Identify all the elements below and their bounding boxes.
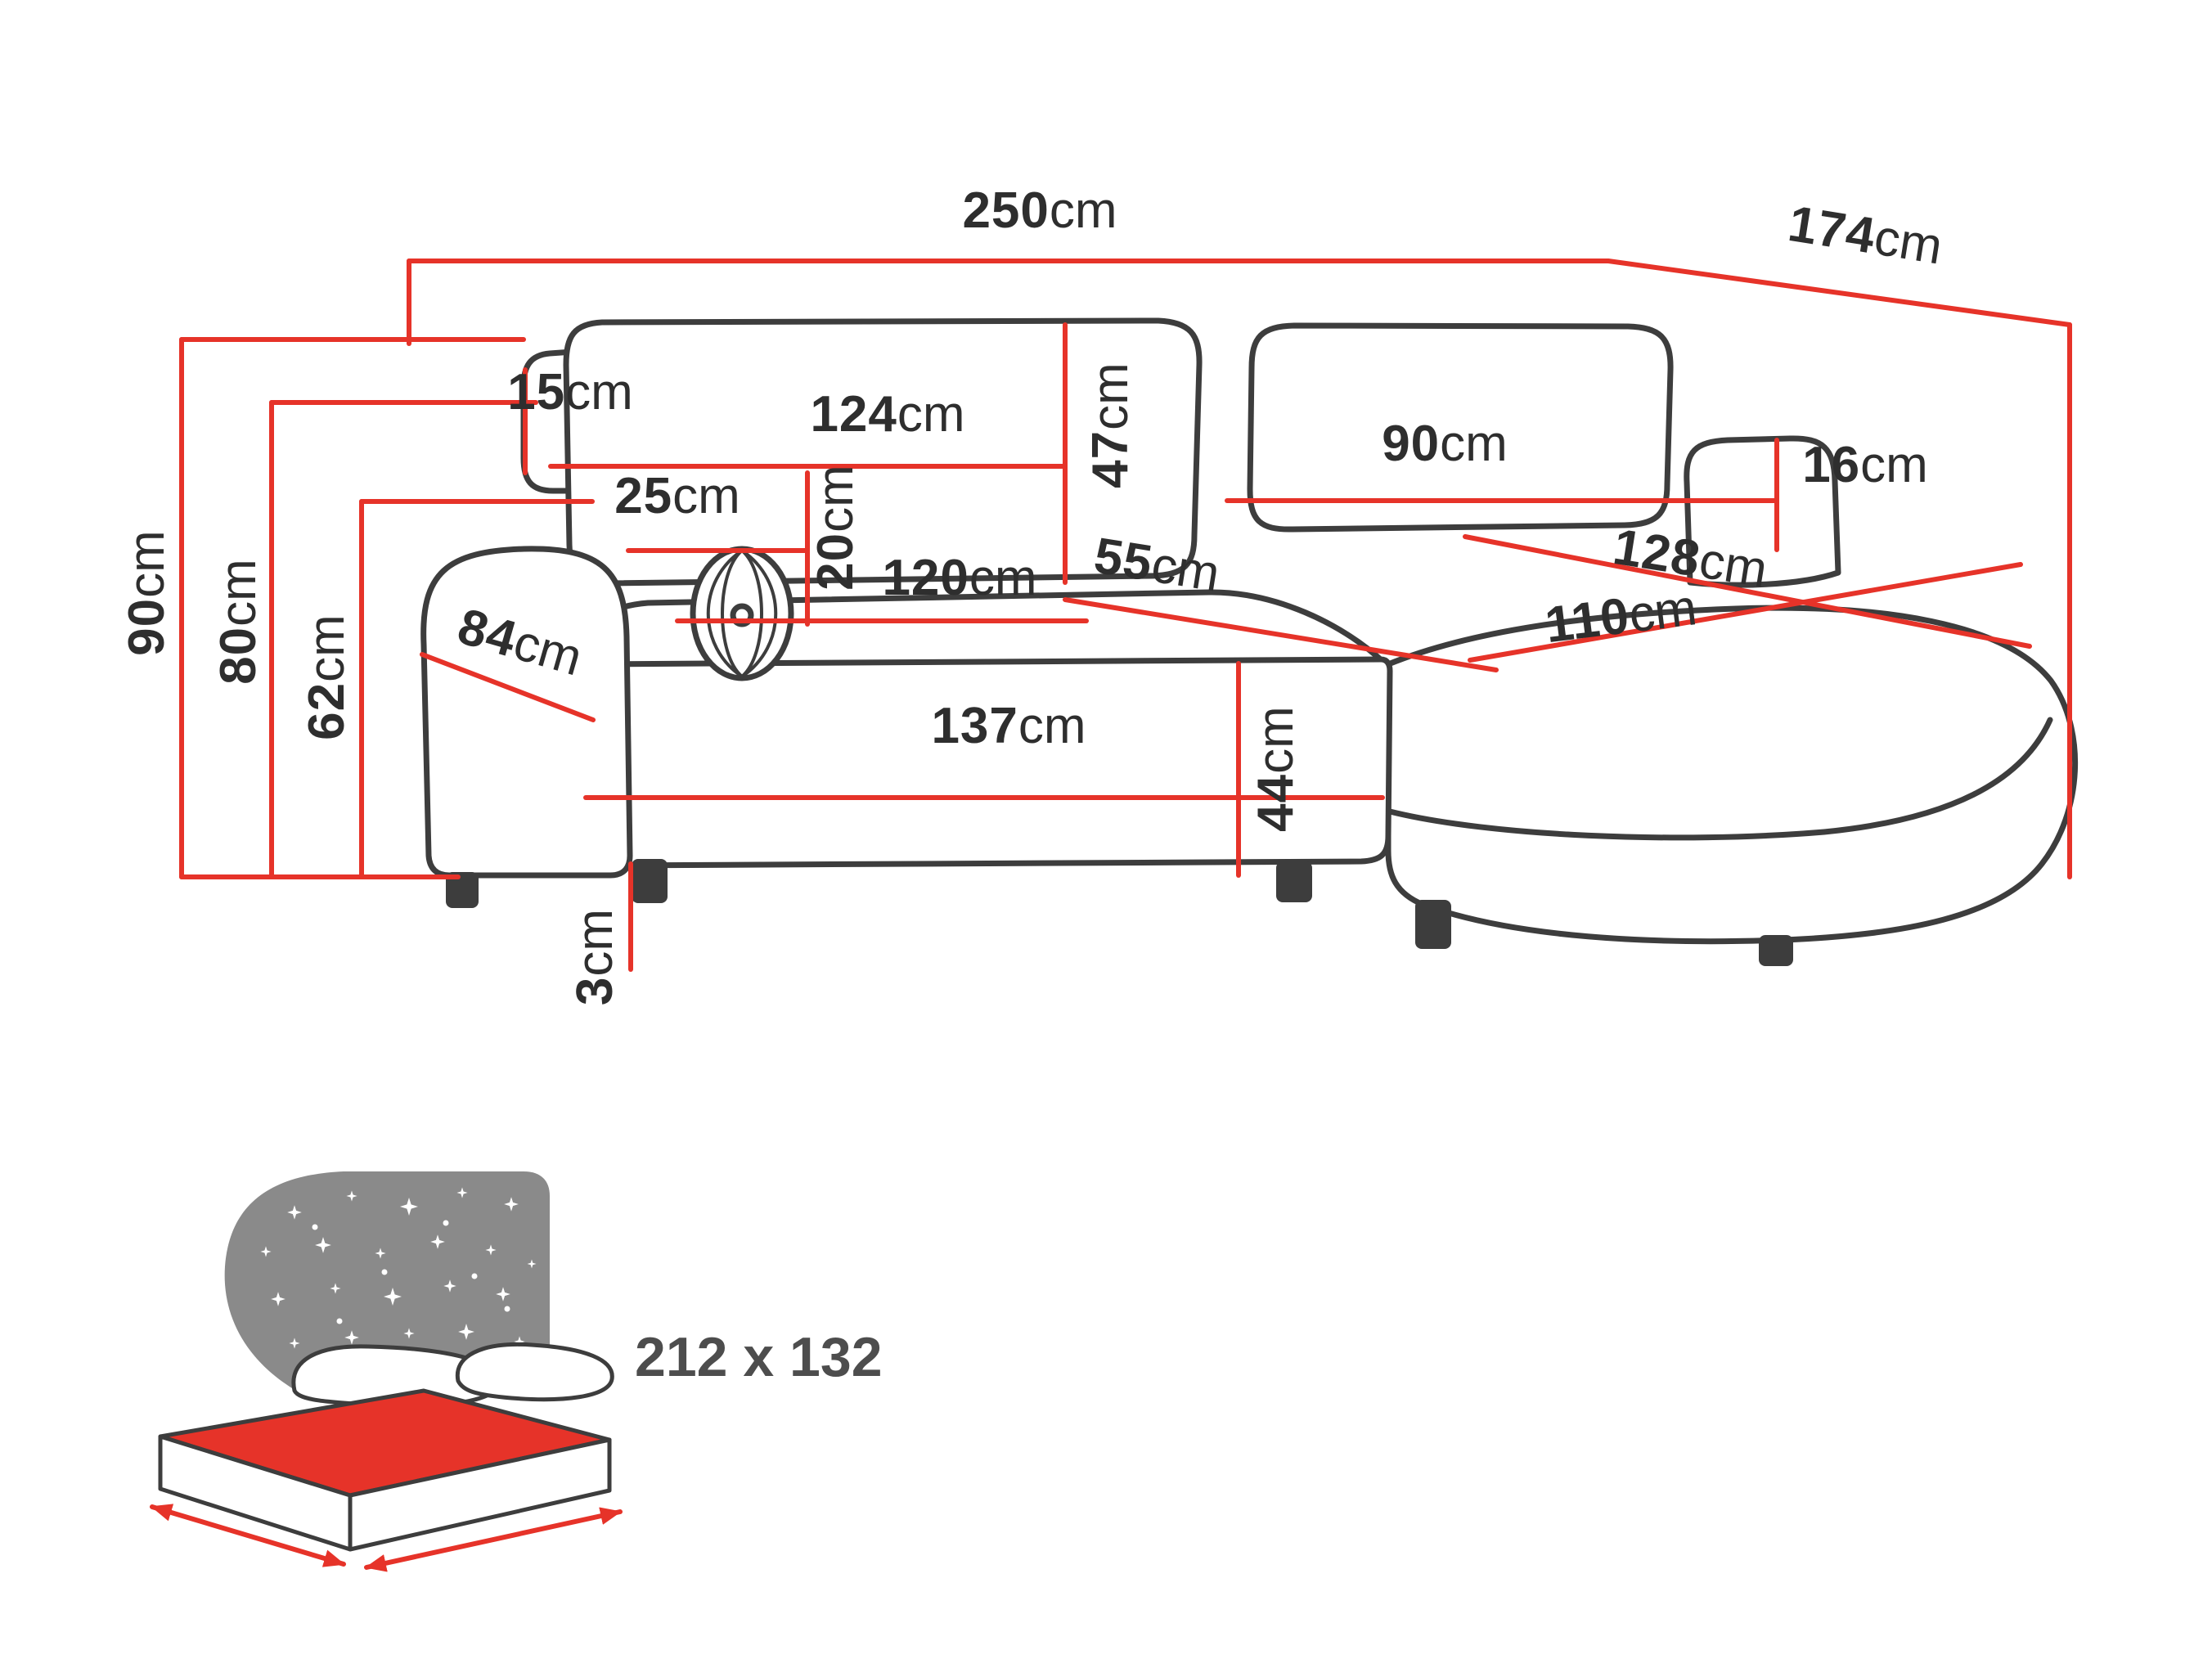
dim-armrest-height-label: 62cm — [299, 614, 355, 740]
leg-front-left — [446, 872, 479, 908]
leg-chaise-right — [1759, 935, 1793, 966]
dim-seat-depth-line — [1063, 597, 1499, 672]
leg-seat-left — [632, 859, 668, 903]
dim-backrest-height-label: 80cm — [210, 559, 267, 685]
leg-seat-right — [1276, 861, 1312, 902]
dim-chaise-length-label: 128cm — [1609, 519, 1771, 599]
pillow-pleat-3 — [706, 549, 744, 678]
pillow-pleat-4 — [740, 549, 778, 678]
dim-seat-depth-label: 55cm — [1090, 528, 1224, 603]
right-armrest — [1684, 435, 1841, 588]
sofa-legs — [446, 859, 1793, 966]
dim-right-back-cushion-width-label: 90cm — [1382, 416, 1508, 472]
dimension-lines — [179, 259, 2072, 972]
bed-function-icon — [150, 1171, 623, 1572]
dim-armrest-depth-line — [420, 652, 596, 722]
headboard — [224, 1171, 550, 1391]
dim-total-depth-label: 174cm — [1784, 196, 1946, 276]
bed-depth-arrow — [364, 1507, 623, 1572]
dim-total-depth-line — [1606, 259, 2072, 327]
dim-leg-height-label: 3cm — [567, 909, 623, 1005]
stars-pattern — [260, 1187, 537, 1349]
dim-pillow-height-label: 20cm — [807, 465, 864, 591]
sofa-illustration — [420, 317, 2079, 966]
round-pillow — [690, 546, 794, 681]
dim-back-cushion-side-label: 15cm — [507, 364, 633, 420]
leg-chaise-left — [1415, 900, 1451, 949]
dim-left-back-cushion-width-label: 124cm — [810, 386, 964, 443]
bed-size-label: 212 x 132 — [635, 1326, 883, 1388]
dim-pillow-width-label: 25cm — [614, 468, 740, 524]
dim-total-width-label: 250cm — [962, 182, 1117, 239]
dim-chaise-length-line — [1463, 534, 2032, 649]
pillow-pleat-2 — [740, 549, 763, 678]
dim-right-arm-width-label: 16cm — [1802, 437, 1928, 493]
chaise-body — [1385, 605, 2079, 945]
dim-total-height-label: 90cm — [119, 530, 175, 656]
dim-chaise-width-label: 110cm — [1542, 579, 1700, 654]
bed-pillow-right — [455, 1342, 614, 1402]
dim-seat-cushion-width-label: 120cm — [882, 550, 1036, 606]
right-back-cushion — [1247, 322, 1674, 533]
dim-seat-front-width-label: 137cm — [931, 698, 1086, 754]
bed-width-arrow — [150, 1504, 346, 1567]
dim-seat-height-label: 44cm — [1248, 706, 1304, 832]
left-armrest — [420, 546, 633, 879]
left-back-cushion — [563, 317, 1203, 587]
pillow-pleat-1 — [721, 549, 744, 678]
dim-chaise-width-line — [1468, 562, 2023, 663]
dim-back-cushion-height-label: 47cm — [1082, 362, 1139, 488]
chaise-front-contour — [1387, 717, 2053, 841]
dimension-labels: 250cm 174cm 90cm 80cm 62cm 15cm 124cm 47… — [119, 182, 1946, 1388]
